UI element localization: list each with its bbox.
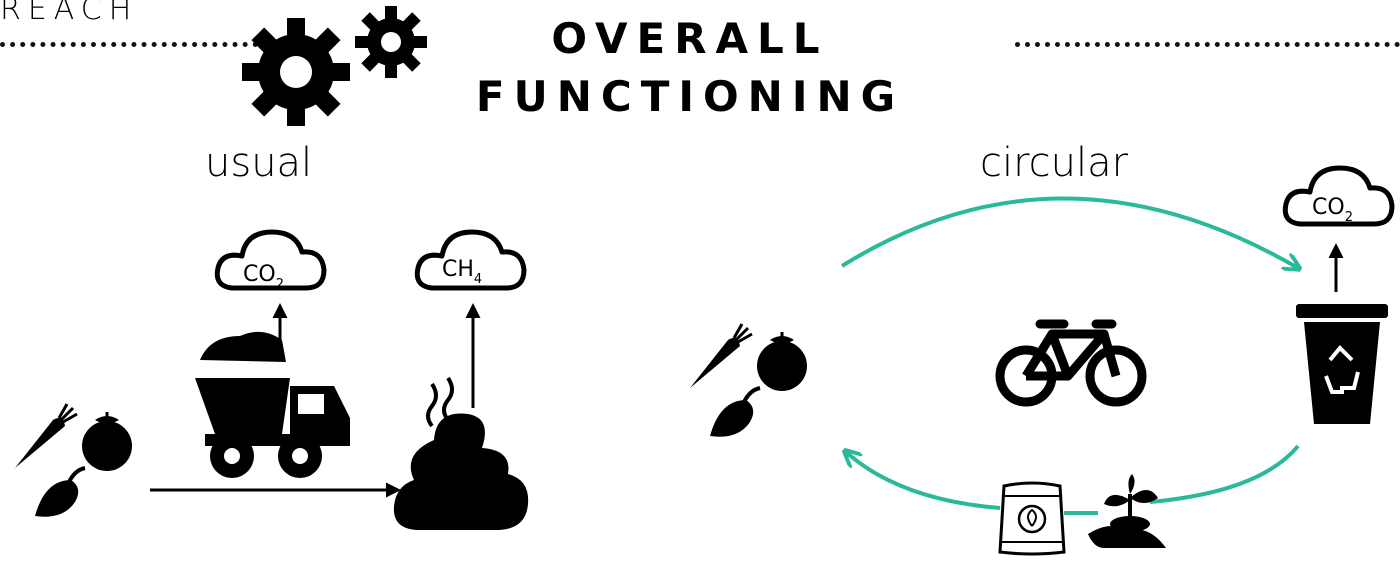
cloud-co2-usual: CO2 [243, 262, 284, 292]
fertilizer-bag-icon [998, 481, 1066, 556]
compost-pile-icon [393, 376, 529, 530]
title-line-1: OVERALL [551, 14, 829, 63]
gears-icon [242, 6, 427, 126]
vegetables-icon [13, 402, 134, 519]
vegetables-icon [688, 322, 809, 439]
flow-arc-bottom-right [1149, 444, 1300, 504]
corner-heading: REACH [0, 0, 139, 27]
dotted-rule-left [0, 42, 258, 47]
cloud-ch4-usual: CH4 [442, 257, 482, 287]
bicycle-icon [995, 319, 1147, 407]
circular-label: circular [980, 140, 1129, 186]
cloud-co2-circular: CO2 [1312, 195, 1353, 225]
flow-arc-bottom-left [846, 452, 1001, 510]
usual-label: usual [205, 140, 313, 186]
title-line-2: FUNCTIONING [475, 72, 905, 121]
flow-arc-top [840, 196, 1298, 268]
recycle-bin-icon [1296, 304, 1388, 424]
dotted-rule-right [1015, 42, 1400, 47]
dump-truck-icon [195, 331, 350, 478]
seedling-hand-icon [1088, 474, 1166, 548]
page-title: OVERALL FUNCTIONING [440, 10, 940, 126]
